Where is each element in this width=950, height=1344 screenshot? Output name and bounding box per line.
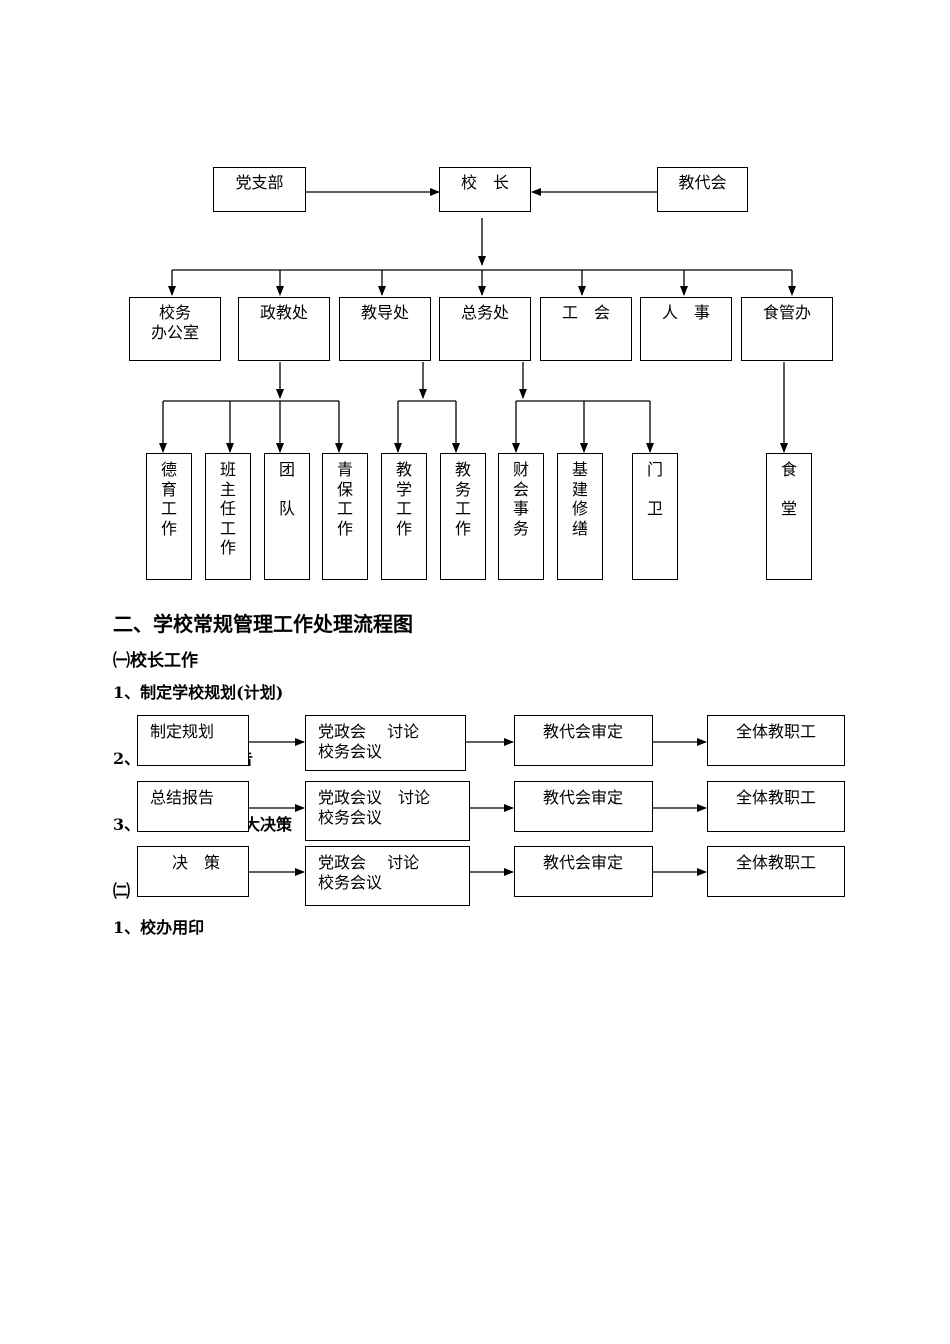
dept-canteen-office: 食管办 xyxy=(741,297,833,361)
flow-end-label: 全体教职工 xyxy=(736,853,817,872)
flow3-start-box: 决 策 xyxy=(137,846,249,897)
item-school-planning: 1、制定学校规划(计划) xyxy=(113,683,284,702)
dept-label: 工 会 xyxy=(561,303,610,322)
dept-label: 总务处 xyxy=(460,303,509,322)
dept-school-office: 校务 办公室 xyxy=(129,297,221,361)
unit-label: 基 建 修 缮 xyxy=(571,460,588,538)
dept-label: 校务 办公室 xyxy=(150,303,199,342)
flow2-approve-box: 教代会审定 xyxy=(514,781,653,832)
flow2-start-box: 总结报告 xyxy=(137,781,249,832)
flow1-end-box: 全体教职工 xyxy=(707,715,845,766)
section-title: 二、学校常规管理工作处理流程图 xyxy=(113,612,413,636)
flow1-approve-box: 教代会审定 xyxy=(514,715,653,766)
unit-youth-health: 青 保 工 作 xyxy=(322,453,368,580)
subsection-principal-work: ㈠校长工作 xyxy=(113,651,198,671)
flow-discuss-label: 党政会 讨论 校务会议 xyxy=(318,722,420,761)
unit-label: 财 会 事 务 xyxy=(512,460,529,538)
item-2-prefix: 2、 xyxy=(113,749,141,768)
item-office-seal: 1、校办用印 xyxy=(113,918,205,937)
unit-label: 德 育 工 作 xyxy=(160,460,177,538)
flow-approve-label: 教代会审定 xyxy=(543,853,624,872)
item-3-tail: 大决策 xyxy=(244,815,293,834)
flow1-start-box: 制定规划 xyxy=(137,715,249,766)
flow2-discuss-box: 党政会议 讨论 校务会议 xyxy=(305,781,470,841)
unit-label: 班 主 任 工 作 xyxy=(219,460,236,557)
flow2-end-box: 全体教职工 xyxy=(707,781,845,832)
dept-trade-union: 工 会 xyxy=(540,297,632,361)
dept-label: 食管办 xyxy=(762,303,811,322)
flow-discuss-label: 党政会 讨论 校务会议 xyxy=(318,853,420,892)
unit-label: 食 堂 xyxy=(780,460,797,518)
unit-label: 教 学 工 作 xyxy=(395,460,412,538)
flow3-approve-box: 教代会审定 xyxy=(514,846,653,897)
party-branch-label: 党支部 xyxy=(235,173,284,192)
flow3-end-box: 全体教职工 xyxy=(707,846,845,897)
staff-congress-box: 教代会 xyxy=(657,167,748,212)
unit-teaching-work: 教 学 工 作 xyxy=(381,453,427,580)
dept-political-education: 政教处 xyxy=(238,297,330,361)
flow-discuss-label: 党政会议 讨论 校务会议 xyxy=(318,788,431,827)
flow-start-label: 制定规划 xyxy=(150,722,215,741)
flow-start-label: 决 策 xyxy=(172,853,221,872)
dept-personnel: 人 事 xyxy=(640,297,732,361)
flow-start-label: 总结报告 xyxy=(150,788,215,807)
unit-gate-guard: 门 卫 xyxy=(632,453,678,580)
principal-label: 校 长 xyxy=(460,173,509,192)
flow-end-label: 全体教职工 xyxy=(736,788,817,807)
unit-label: 团 队 xyxy=(278,460,295,518)
flow-approve-label: 教代会审定 xyxy=(543,788,624,807)
flow-end-label: 全体教职工 xyxy=(736,722,817,741)
unit-moral-education: 德 育 工 作 xyxy=(146,453,192,580)
dept-general-affairs: 总务处 xyxy=(439,297,531,361)
unit-label: 门 卫 xyxy=(646,460,663,518)
flow1-discuss-box: 党政会 讨论 校务会议 xyxy=(305,715,466,771)
unit-label: 青 保 工 作 xyxy=(336,460,353,538)
dept-label: 政教处 xyxy=(259,303,308,322)
unit-finance: 财 会 事 务 xyxy=(498,453,544,580)
unit-construction: 基 建 修 缮 xyxy=(557,453,603,580)
principal-box: 校 长 xyxy=(439,167,531,212)
subsection-2-prefix: ㈡ xyxy=(113,882,130,902)
staff-congress-label: 教代会 xyxy=(678,173,727,192)
flow3-discuss-box: 党政会 讨论 校务会议 xyxy=(305,846,470,906)
unit-academic-affairs: 教 务 工 作 xyxy=(440,453,486,580)
unit-class-teacher: 班 主 任 工 作 xyxy=(205,453,251,580)
dept-label: 教导处 xyxy=(360,303,409,322)
dept-teaching-guidance: 教导处 xyxy=(339,297,431,361)
dept-label: 人 事 xyxy=(661,303,710,322)
flow-approve-label: 教代会审定 xyxy=(543,722,624,741)
party-branch-box: 党支部 xyxy=(213,167,306,212)
item-3-prefix: 3、 xyxy=(113,815,141,834)
unit-youth-league: 团 队 xyxy=(264,453,310,580)
unit-canteen: 食 堂 xyxy=(766,453,812,580)
unit-label: 教 务 工 作 xyxy=(454,460,471,538)
